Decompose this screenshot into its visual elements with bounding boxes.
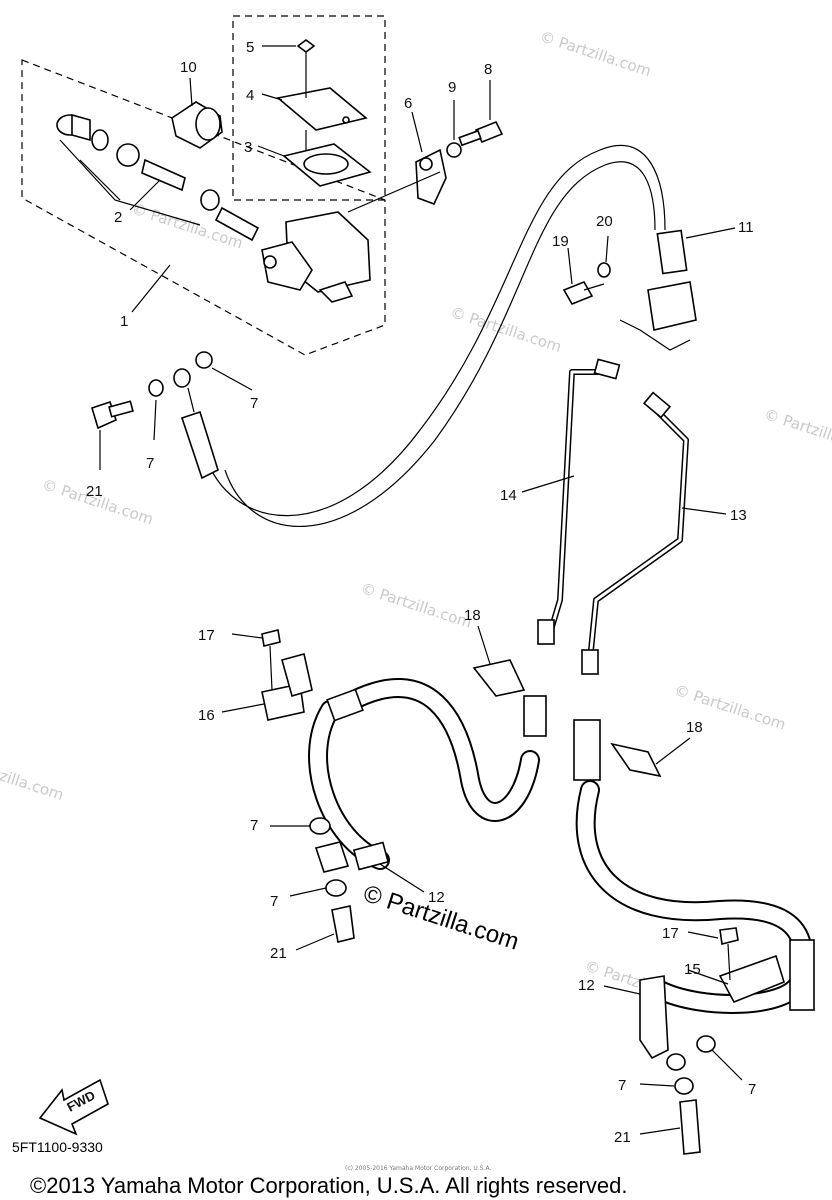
callout-16: 16 bbox=[198, 707, 215, 724]
callout-21: 21 bbox=[614, 1129, 631, 1146]
washer-7 bbox=[325, 879, 347, 897]
hose-clip-18 bbox=[472, 659, 526, 697]
watermark-text: © Partzilla.com bbox=[762, 405, 832, 458]
callout-9: 9 bbox=[448, 79, 456, 96]
upper-hose-end bbox=[173, 368, 219, 480]
brake-joint bbox=[562, 229, 697, 351]
washer-7 bbox=[696, 1035, 716, 1053]
callout-6: 6 bbox=[404, 95, 412, 112]
callout-19: 19 bbox=[552, 233, 569, 250]
watermark-text: © Partzilla.com bbox=[538, 27, 654, 80]
fine-print: (c) 2005-2016 Yamaha Motor Corporation, … bbox=[345, 1165, 491, 1172]
bracket-15 bbox=[718, 927, 785, 1004]
callout-17: 17 bbox=[662, 925, 679, 942]
piston-kit bbox=[56, 113, 260, 242]
callout-21: 21 bbox=[86, 483, 103, 500]
callout-7: 7 bbox=[146, 455, 154, 472]
watermark-text: © Partzilla.com bbox=[358, 579, 474, 632]
washer-7 bbox=[674, 1077, 694, 1095]
upper-hose-outline bbox=[204, 144, 666, 517]
callout-12: 12 bbox=[578, 977, 595, 994]
diagram-code: 5FT1100-9330 bbox=[12, 1139, 103, 1155]
callout-3: 3 bbox=[244, 139, 252, 156]
banjo-bolt-21 bbox=[91, 400, 134, 430]
lower-hose-right bbox=[573, 719, 815, 1071]
callout-4: 4 bbox=[246, 87, 254, 104]
callout-labels: 1 2 3 4 5 6 7 7 8 9 10 11 12 12 13 14 15… bbox=[86, 39, 756, 1146]
callout-12: 12 bbox=[428, 889, 445, 906]
callout-5: 5 bbox=[246, 39, 254, 56]
callout-18: 18 bbox=[464, 607, 481, 624]
callout-13: 13 bbox=[730, 507, 747, 524]
reservoir-parts bbox=[276, 39, 372, 187]
callout-14: 14 bbox=[500, 487, 517, 504]
boot-part bbox=[171, 101, 223, 149]
callout-10: 10 bbox=[180, 59, 197, 76]
forward-arrow-icon: FWD bbox=[38, 1078, 109, 1136]
callout-7: 7 bbox=[618, 1077, 626, 1094]
callout-11: 11 bbox=[738, 219, 754, 236]
callout-2: 2 bbox=[114, 209, 122, 226]
callout-18: 18 bbox=[686, 719, 703, 736]
watermark-text: © Partzilla.com bbox=[448, 303, 564, 356]
hose-clip-18 bbox=[610, 742, 662, 778]
clamp-and-bolt bbox=[347, 120, 504, 213]
callout-21: 21 bbox=[270, 945, 287, 962]
callout-17: 17 bbox=[198, 627, 215, 644]
reservoir-cap-outline bbox=[232, 15, 386, 201]
brake-tubes bbox=[537, 358, 689, 675]
copyright-text: ©2013 Yamaha Motor Corporation, U.S.A. A… bbox=[30, 1173, 627, 1198]
banjo-bolt-21 bbox=[679, 1099, 701, 1155]
watermark-text: © Partzilla.com bbox=[0, 751, 66, 804]
callout-15: 15 bbox=[684, 961, 701, 978]
callout-1: 1 bbox=[120, 313, 128, 330]
callout-7: 7 bbox=[250, 395, 258, 412]
washer-7 bbox=[195, 351, 213, 369]
callout-7: 7 bbox=[270, 893, 278, 910]
callout-8: 8 bbox=[484, 61, 492, 78]
leader-lines bbox=[99, 45, 743, 1135]
callout-7: 7 bbox=[748, 1081, 756, 1098]
callout-20: 20 bbox=[596, 213, 613, 230]
callout-7: 7 bbox=[250, 817, 258, 834]
washer-7 bbox=[309, 817, 331, 835]
master-cylinder-body bbox=[261, 211, 371, 303]
banjo-bolt-21 bbox=[331, 905, 355, 943]
lower-hose-left bbox=[308, 678, 547, 873]
upper-hose-outline-2 bbox=[224, 161, 656, 527]
bracket-16 bbox=[261, 629, 313, 721]
washer-7 bbox=[148, 379, 164, 397]
